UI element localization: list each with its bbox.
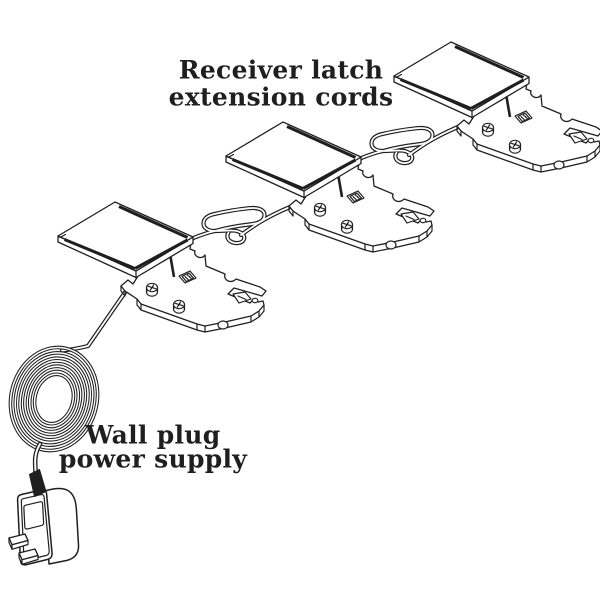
power-label-line2: power supply	[59, 445, 248, 474]
power-supply-label: Wall plug power supply	[59, 421, 248, 474]
power-cord	[61, 290, 127, 351]
plug-front-inner	[20, 493, 50, 561]
receiver-unit-2	[224, 120, 436, 254]
plug-label-panel	[23, 501, 45, 530]
extension-cord-loop-2	[353, 126, 459, 164]
receiver-unit-1	[56, 200, 268, 334]
plug-strain-relief	[29, 469, 47, 497]
receiver-label-line1: Receiver latch	[179, 56, 383, 85]
plug-prong-1	[8, 533, 29, 550]
receiver-label-line2: extension cords	[169, 83, 394, 112]
power-label-line1: Wall plug	[84, 421, 220, 450]
plug-body-side	[44, 487, 80, 565]
plug-prong-2	[18, 548, 39, 565]
extension-cord-loop-1	[185, 206, 291, 244]
receiver-unit-3	[392, 40, 600, 174]
wall-plug	[8, 469, 80, 566]
receiver-latch-label: Receiver latch extension cords	[169, 56, 394, 112]
